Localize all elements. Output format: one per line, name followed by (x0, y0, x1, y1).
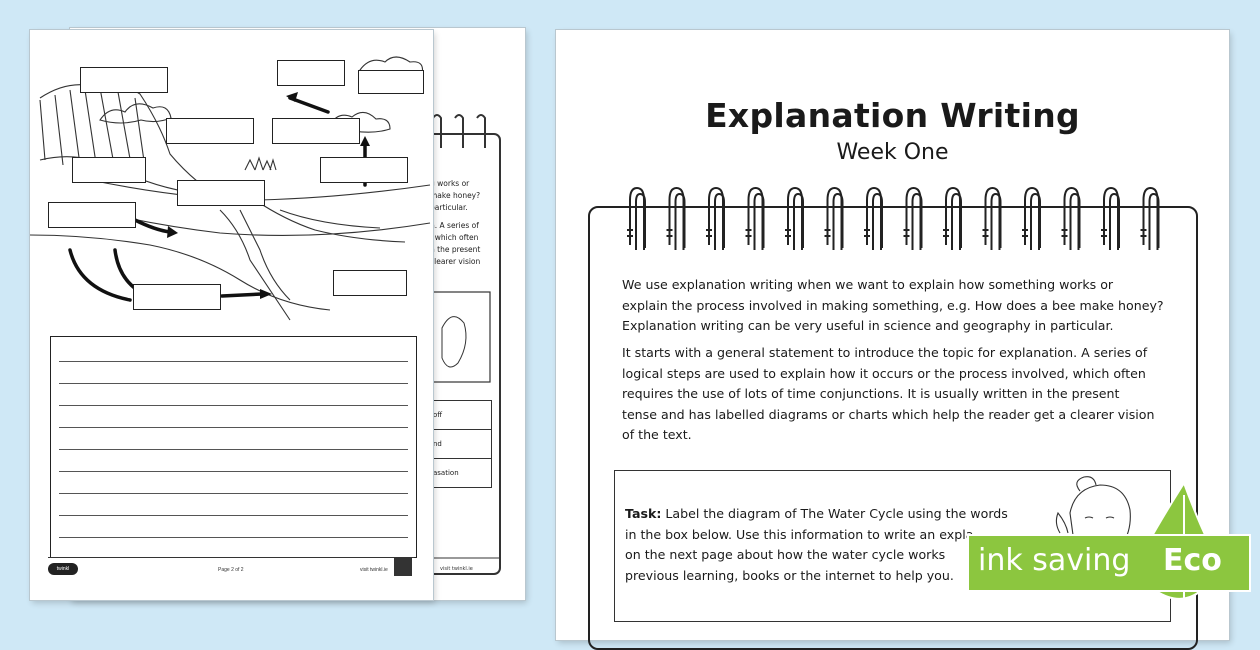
badge-eco: Eco (1163, 543, 1222, 578)
paragraph-line: tense and has labelled diagrams or chart… (622, 406, 1155, 422)
table-cell: asation (433, 469, 459, 477)
page-subtitle: Week One (836, 140, 949, 165)
diagram-label-blank[interactable] (320, 157, 408, 183)
spiral-ring-icon (1101, 186, 1120, 250)
footer-website: visit twinkl.ie (360, 567, 388, 573)
back-text-fragment: clearer vision (430, 257, 481, 266)
diagram-label-blank[interactable] (358, 70, 424, 94)
spiral-ring-icon (1140, 186, 1160, 250)
diagram-label-blank[interactable] (272, 118, 360, 144)
page-title: Explanation Writing (705, 96, 1080, 135)
paragraph-line: It starts with a general statement to in… (622, 345, 1148, 360)
diagram-label-blank[interactable] (72, 157, 146, 183)
footer-badge-icon (394, 558, 412, 576)
paragraph-line: logical steps are used to explain how it… (622, 365, 1146, 381)
diagram-label-blank[interactable] (166, 118, 254, 144)
intro-paragraph: We use explanation writing when we want … (622, 275, 1167, 337)
task-instructions: Task: Label the diagram of The Water Cyc… (625, 504, 1035, 586)
paragraph-line: of the text. (622, 427, 692, 442)
writing-line (59, 449, 408, 450)
spiral-ring-icon (666, 186, 686, 250)
water-cycle-diagram-page: twinkl Page 2 of 2 visit twinkl.ie (30, 30, 433, 600)
writing-line (59, 383, 408, 384)
back-text-fragment: n. A series of (430, 221, 479, 230)
writing-line (59, 361, 408, 362)
spiral-ring-icon (706, 186, 725, 250)
twinkl-logo: twinkl (48, 563, 78, 575)
task-line: on the next page about how the water cyc… (625, 547, 946, 562)
writing-lines-box[interactable] (50, 336, 417, 558)
diagram-label-blank[interactable] (333, 270, 407, 296)
writing-line (59, 493, 408, 494)
writing-line (59, 427, 408, 428)
spiral-ring-icon (824, 186, 844, 250)
spiral-ring-icon (864, 186, 883, 250)
paragraph-line: requires the use of lots of time conjunc… (622, 386, 1120, 401)
spiral-ring-icon (785, 186, 804, 250)
task-line: previous learning, books or the internet… (625, 567, 954, 583)
spiral-ring-icon (1022, 186, 1041, 250)
back-text-fragment: particular. (430, 203, 468, 212)
footer-divider (48, 557, 414, 558)
back-word-table: off nd asation (430, 400, 492, 488)
back-text-fragment: n the present (430, 245, 481, 254)
structure-paragraph: It starts with a general statement to in… (622, 343, 1167, 446)
table-cell: nd (431, 430, 491, 459)
paragraph-line: We use explanation writing when we want … (622, 277, 1114, 292)
table-cell: off (431, 401, 491, 430)
spiral-ring-icon (1061, 186, 1081, 250)
diagram-label-blank[interactable] (177, 180, 265, 206)
task-label: Task: (625, 506, 662, 521)
diagram-label-blank[interactable] (277, 60, 345, 86)
spiral-ring-icon (745, 186, 765, 250)
back-text-fragment: g works or (430, 179, 470, 188)
svg-text:visit twinkl.ie: visit twinkl.ie (440, 566, 473, 572)
badge-label: ink saving (978, 543, 1131, 578)
spiral-binding-icon (627, 186, 1160, 250)
writing-line (59, 537, 408, 538)
diagram-label-blank[interactable] (80, 67, 168, 93)
writing-line (59, 405, 408, 406)
spiral-ring-icon (943, 186, 962, 250)
footer-page-number: Page 2 of 2 (218, 567, 244, 573)
back-text-fragment: , which often (430, 233, 479, 242)
paragraph-line: Explanation writing can be very useful i… (622, 318, 1114, 333)
leaf-drop-icon (967, 483, 1251, 608)
spiral-ring-icon (903, 186, 923, 250)
task-line: Label the diagram of The Water Cycle usi… (661, 506, 1008, 521)
ink-saving-eco-badge: ink saving Eco (966, 483, 1252, 608)
back-text-fragment: make honey? (430, 191, 481, 200)
paragraph-line: explain the process involved in making s… (622, 297, 1164, 313)
diagram-label-blank[interactable] (48, 202, 136, 228)
writing-line (59, 515, 408, 516)
spiral-ring-icon (627, 186, 646, 250)
task-line: in the box below. Use this information t… (625, 526, 974, 542)
spiral-ring-icon (982, 186, 1002, 250)
diagram-label-blank[interactable] (133, 284, 221, 310)
writing-line (59, 471, 408, 472)
